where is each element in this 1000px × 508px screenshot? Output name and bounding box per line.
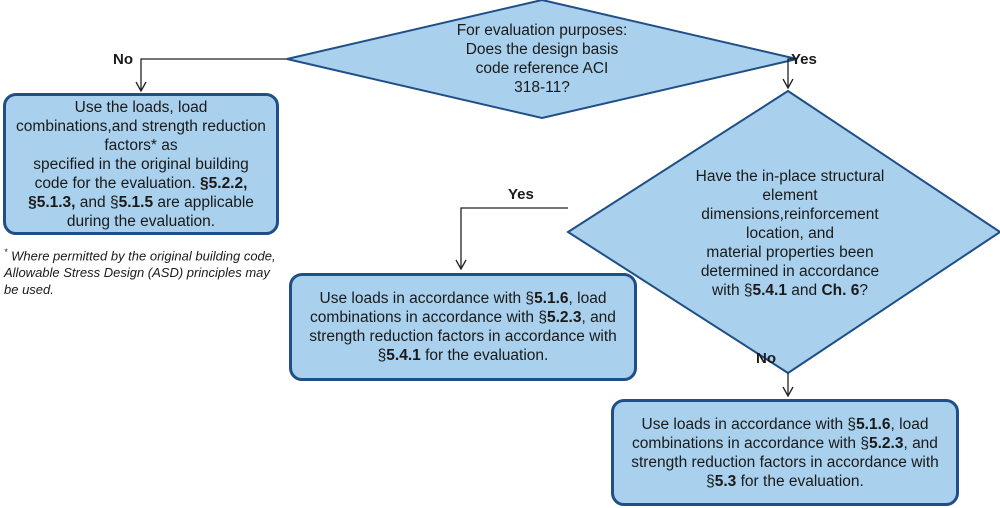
decision-aci-label: For evaluation purposes: Does the design … — [447, 21, 637, 97]
box-original-code: Use the loads, load combinations,and str… — [3, 93, 279, 235]
text-run: , and — [903, 434, 938, 452]
text-run: for the evaluation. — [420, 347, 549, 364]
text-run: , load — [890, 415, 929, 433]
text-run: for the evaluation. — [736, 472, 864, 490]
footnote: * Where permitted by the original buildi… — [4, 244, 284, 298]
text-run: Does the design basis — [465, 41, 619, 58]
connector-yes-determined — [460, 207, 568, 268]
label-no-aci: No — [113, 51, 133, 68]
text-run: § — [706, 472, 715, 490]
arrowhead-yes-determined — [455, 259, 467, 271]
arrowhead-no-determined — [782, 386, 794, 398]
text-run: and § — [75, 193, 119, 211]
label-yes-determined: Yes — [508, 186, 534, 203]
text-run: determined in accordance — [700, 262, 880, 280]
text-run: Have the in-place structural — [695, 167, 885, 185]
text-run: Use loads in accordance with § — [641, 415, 857, 433]
text-run: material properties been — [706, 243, 874, 261]
text-run: are applicable — [153, 193, 254, 211]
text-run: 318-11? — [514, 79, 570, 96]
text-run: 5.1.5 — [118, 193, 154, 211]
arrowheads — [135, 78, 794, 398]
text-run: For evaluation purposes: — [456, 22, 628, 39]
decision-aci-text: For evaluation purposes: Does the design … — [362, 18, 722, 100]
box-not-determined-text: Use loads in accordance with §5.1.6, loa… — [631, 415, 939, 491]
box-in-place-determined-text: Use loads in accordance with §5.1.6, loa… — [309, 289, 617, 365]
text-run: Use the loads, load combinations, — [16, 98, 208, 135]
text-run: with § — [712, 281, 753, 299]
connector-yes-aci — [787, 58, 797, 87]
text-run: 5.1.6 — [534, 290, 569, 307]
text-run: 5.1.6 — [856, 415, 891, 433]
label-yes-aci: Yes — [791, 51, 817, 68]
text-run: 5.4.1 — [386, 347, 421, 364]
text-run: Use loads in accordance with § — [319, 290, 535, 307]
text-run: code for the evaluation. — [34, 174, 201, 192]
box-not-determined: Use loads in accordance with §5.1.6, loa… — [611, 399, 959, 506]
text-run: during the evaluation. — [66, 212, 216, 230]
arrowhead-yes-aci — [782, 78, 794, 90]
box-original-code-text: Use the loads, load combinations,and str… — [16, 98, 266, 231]
text-run: 5.2.3 — [868, 434, 904, 452]
text-run: combinations in accordance with § — [632, 434, 869, 452]
text-run: § — [377, 347, 387, 364]
text-run: element dimensions, — [701, 186, 818, 223]
text-run: , load — [568, 290, 607, 307]
box-in-place-determined: Use loads in accordance with §5.1.6, loa… — [289, 273, 637, 381]
text-run: , and — [581, 309, 616, 326]
text-run: strength reduction factors in accordance… — [309, 328, 617, 345]
footnote-mark: * — [4, 247, 8, 257]
text-run: Ch. 6 — [821, 281, 860, 299]
text-run: specified in the original building — [33, 155, 249, 173]
decision-aci-diamond — [286, 0, 798, 120]
text-run: reinforcement location, and — [746, 205, 879, 242]
text-run: and strength reduction factors* as — [104, 117, 266, 154]
text-run: 5.4.1 — [752, 281, 787, 299]
footnote-text: Where permitted by the original building… — [4, 248, 276, 298]
text-run: combinations in accordance with § — [310, 309, 547, 326]
text-run: 5.2.3 — [546, 309, 582, 326]
text-run: §5.2.2, — [200, 174, 248, 192]
connector-lines — [140, 58, 797, 395]
label-no-determined: No — [756, 350, 776, 367]
text-run: §5.1.3, — [28, 193, 76, 211]
text-run: code reference ACI — [475, 60, 609, 77]
text-run: and — [786, 281, 822, 299]
arrowhead-no-aci — [135, 81, 147, 93]
text-run: 5.3 — [714, 472, 737, 490]
connector-no-aci — [140, 58, 287, 90]
text-run: strength reduction factors in accordance… — [631, 453, 939, 471]
text-run: ? — [859, 281, 868, 299]
